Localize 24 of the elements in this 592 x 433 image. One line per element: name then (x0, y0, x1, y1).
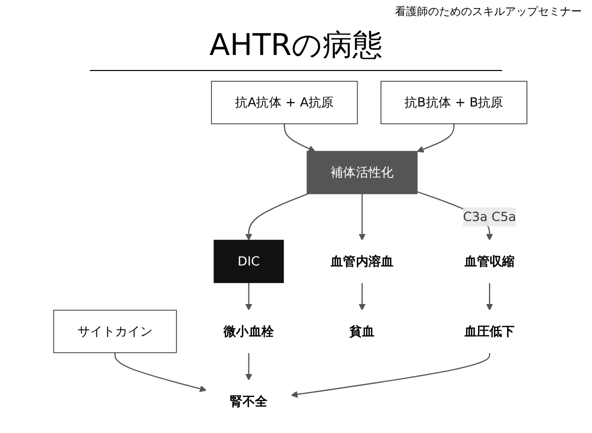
arrow (416, 124, 455, 153)
arrow (114, 352, 207, 392)
node-box: 抗A抗体 + A抗原 (211, 80, 358, 124)
arrow (245, 193, 308, 241)
edge-label: C3a C5a (463, 209, 516, 224)
node-text: 腎不全 (230, 394, 268, 409)
arrow (358, 282, 366, 311)
node-box: DIC (214, 240, 284, 284)
arrow (245, 282, 252, 311)
arrow (486, 282, 494, 311)
arrow (284, 124, 316, 152)
node-text: 血管内溶血 (330, 254, 394, 269)
node-box: 補体活性化 (306, 150, 418, 194)
node-box: 抗B抗体 + B抗原 (380, 80, 528, 124)
node-text: 貧血 (350, 324, 375, 339)
arrow (245, 352, 252, 381)
node-text: 血圧低下 (464, 324, 515, 339)
arrow (358, 194, 366, 241)
node-text: 微小血栓 (224, 324, 274, 339)
header-text: 看護師のためのスキルアップセミナー (395, 4, 582, 19)
node-text: 血管収縮 (464, 254, 515, 269)
title: AHTRの病態 (208, 27, 384, 65)
arrow (290, 352, 490, 398)
node-box: サイトカイン (53, 310, 177, 354)
